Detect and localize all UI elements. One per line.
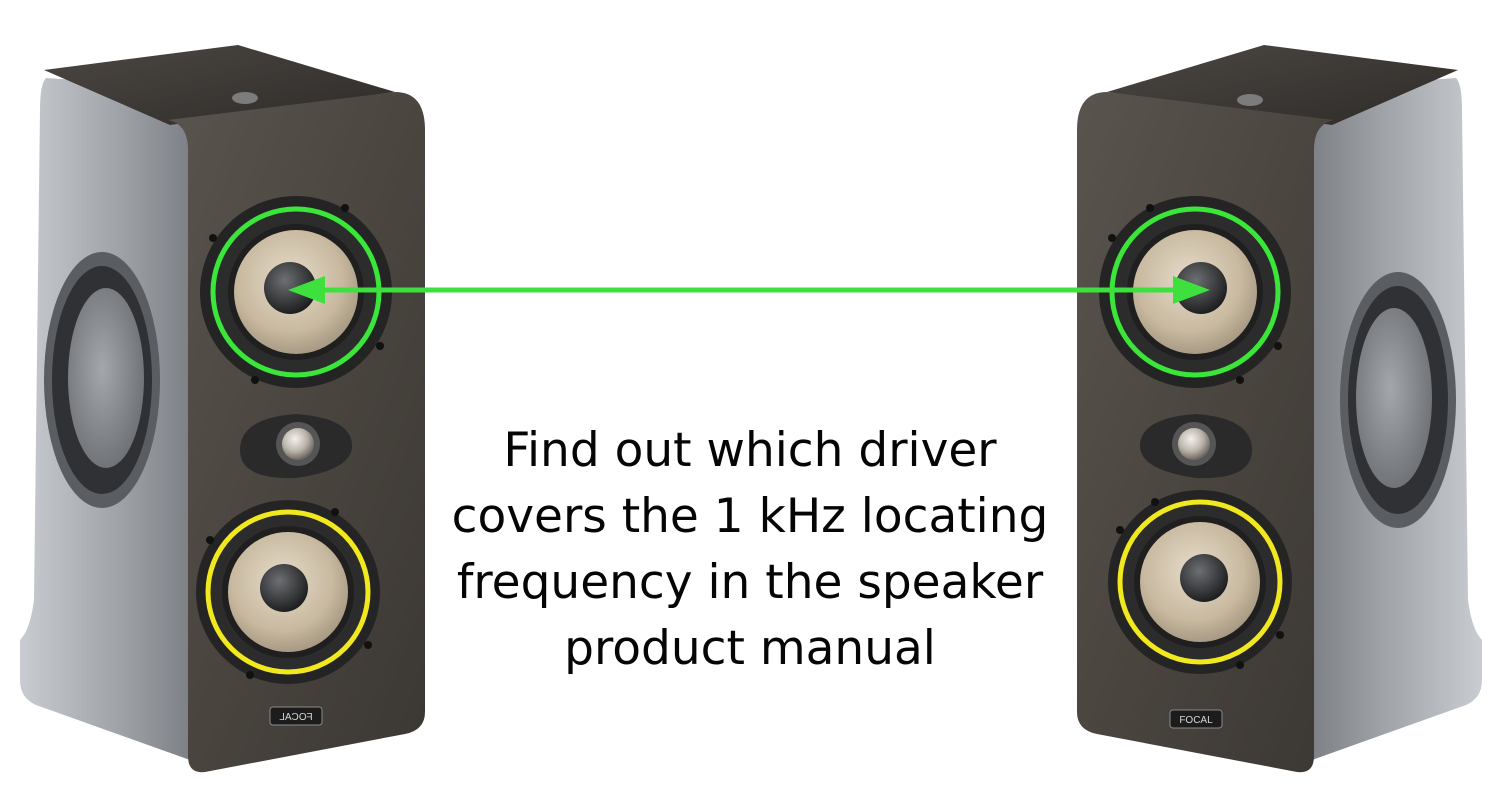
right-speaker-tweeter bbox=[1140, 414, 1252, 479]
right-lower-yellow-ring bbox=[1117, 499, 1283, 665]
left-speaker-badge: FOCAL bbox=[269, 706, 323, 726]
left-speaker-tweeter bbox=[240, 414, 352, 479]
right-speaker-top bbox=[1107, 45, 1458, 125]
right-speaker-badge-text: FOCAL bbox=[1179, 715, 1213, 726]
right-speaker-badge: FOCAL bbox=[1169, 709, 1223, 729]
arrowhead-right-icon bbox=[1173, 276, 1210, 304]
caption-line: Find out which driver bbox=[503, 423, 997, 478]
right-speaker: FOCAL bbox=[1077, 45, 1482, 773]
left-speaker-side-woofer bbox=[44, 252, 160, 508]
left-speaker-top bbox=[44, 45, 395, 125]
left-speaker-top-connector bbox=[232, 92, 258, 104]
instruction-caption: Find out which driver covers the 1 kHz l… bbox=[445, 418, 1055, 682]
right-speaker-lower-driver bbox=[1108, 490, 1292, 674]
left-lower-yellow-ring bbox=[205, 509, 371, 675]
caption-line: product manual bbox=[564, 621, 936, 676]
right-speaker-side-woofer bbox=[1340, 272, 1456, 528]
double-headed-arrow-icon bbox=[288, 276, 1210, 304]
right-speaker-top-connector bbox=[1237, 94, 1263, 106]
left-speaker-lower-driver bbox=[196, 500, 380, 684]
left-speaker-badge-text: FOCAL bbox=[279, 712, 313, 723]
arrowhead-left-icon bbox=[288, 276, 325, 304]
caption-line: covers the 1 kHz locating bbox=[451, 489, 1049, 544]
caption-line: frequency in the speaker bbox=[456, 555, 1044, 610]
left-speaker: FOCAL bbox=[20, 45, 425, 773]
